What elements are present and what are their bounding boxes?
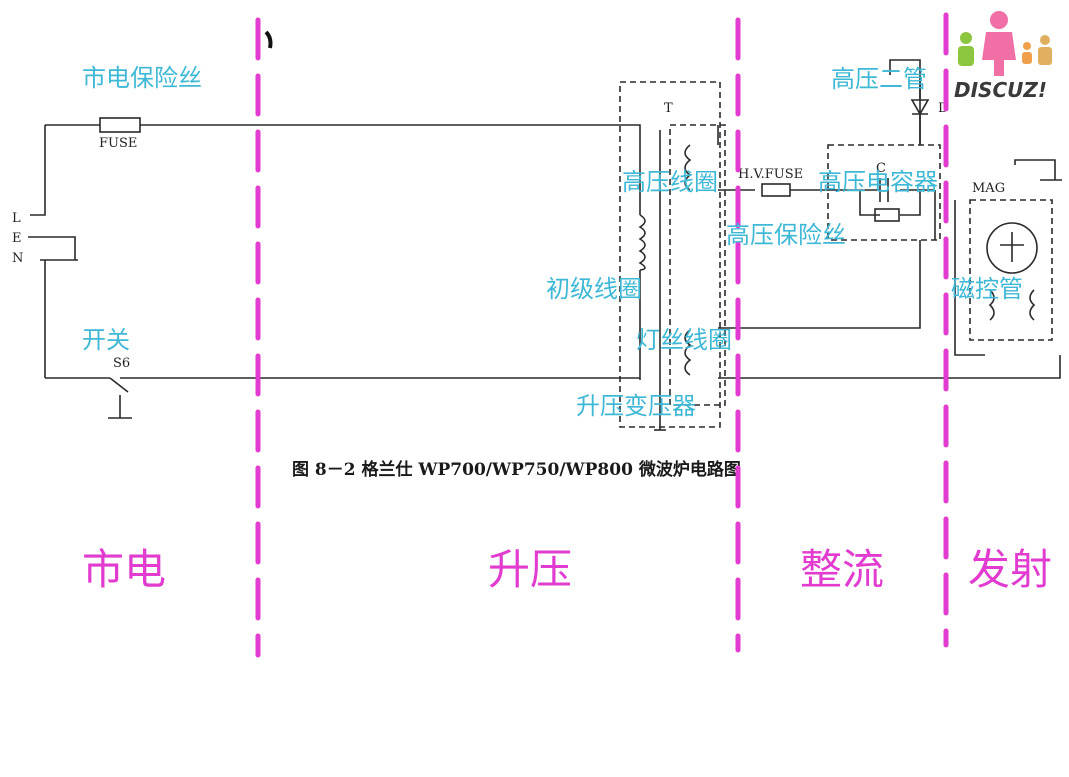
- mains-fuse-symbol: [78, 117, 160, 133]
- filament-coil-symbol: [684, 329, 692, 376]
- annotation-hv-coil: 高压线圈: [622, 168, 718, 196]
- annotation-switch: 开关: [82, 326, 130, 354]
- fuse-label: FUSE: [99, 136, 137, 151]
- transformer-label: T: [664, 101, 673, 116]
- annotation-hv-diode: 高压二管: [831, 65, 927, 93]
- terminal-l-label: L: [12, 211, 21, 226]
- annotation-mains-fuse: 市电保险丝: [82, 64, 202, 92]
- section-step-up: 升压: [488, 545, 572, 594]
- section-emit: 发射: [968, 545, 1052, 594]
- diode-label: D: [938, 101, 948, 116]
- discuz-logo: DISCUZ!: [954, 11, 1052, 102]
- capacitor-label: C: [876, 161, 886, 176]
- switch-symbol: [80, 377, 150, 419]
- section-mains: 市电: [82, 545, 166, 594]
- annotation-primary-coil: 初级线圈: [546, 275, 642, 303]
- switch-id-label: S6: [113, 356, 130, 371]
- magnetron-symbol: [986, 222, 1038, 321]
- annotation-hv-capacitor: 高压电容器: [818, 168, 938, 196]
- circuit-wires: [28, 59, 1062, 431]
- annotation-step-up-transformer: 升压变压器: [576, 392, 696, 420]
- diode-symbol: [910, 80, 930, 145]
- terminal-n-label: N: [12, 251, 23, 266]
- capacitor-symbol: [874, 178, 900, 222]
- annotation-hv-fuse: 高压保险丝: [726, 221, 846, 249]
- pen-mark: [264, 30, 273, 49]
- annotation-filament-coil: 灯丝线圈: [636, 326, 732, 354]
- section-rectify: 整流: [800, 545, 884, 594]
- hv-fuse-label: H.V.FUSE: [738, 167, 803, 182]
- diagram-caption: 图 8－2 格兰仕 WP700/WP750/WP800 微波炉电路图: [292, 459, 741, 480]
- magnetron-label: MAG: [972, 181, 1005, 196]
- component-outlines: [619, 81, 1053, 428]
- hv-fuse-symbol: [761, 183, 791, 197]
- annotation-magnetron: 磁控管: [951, 275, 1023, 303]
- primary-coil-symbol: [638, 214, 646, 271]
- logo-text: DISCUZ!: [954, 78, 1047, 102]
- hv-coil-symbol: [684, 144, 692, 191]
- terminal-e-label: E: [12, 231, 22, 246]
- section-dividers: [255, 12, 949, 658]
